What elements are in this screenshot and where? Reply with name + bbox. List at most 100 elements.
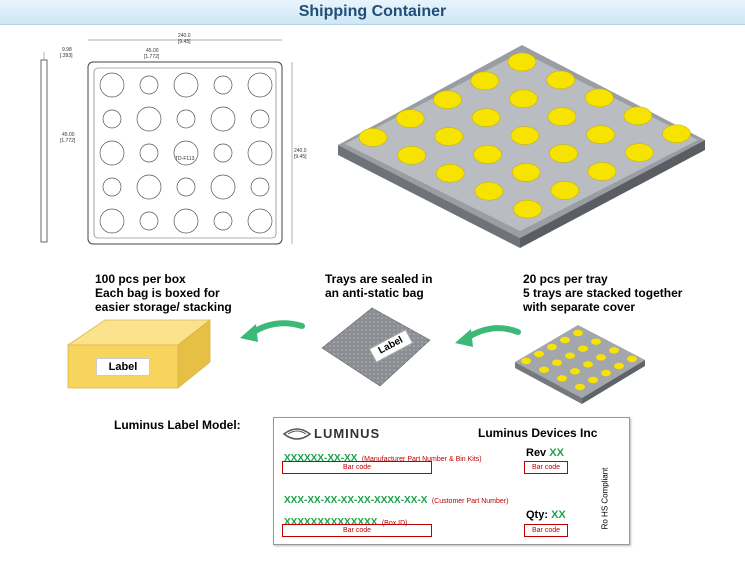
led-chip	[433, 90, 462, 110]
tray-pocket	[173, 140, 199, 166]
rohs-mark: Ro HS Compliant	[600, 467, 610, 530]
bag-label: Label	[368, 329, 414, 363]
qty-value: XX	[551, 509, 566, 521]
tray-pocket	[139, 75, 159, 95]
led-chip	[434, 127, 464, 146]
dim-left-in: [1.772]	[60, 138, 76, 144]
tray-pocket	[247, 208, 273, 234]
label-model-title: Luminus Label Model:	[114, 418, 241, 432]
led-chip	[470, 71, 500, 91]
dim-width: 240.0	[178, 33, 191, 39]
dim-width-in: [9.45]	[178, 39, 191, 45]
luminus-logo: LUMINUS	[282, 426, 380, 441]
bag-caption: Trays are sealed in an anti-static bag	[325, 272, 433, 300]
tray-pocket	[210, 174, 236, 200]
dim-thickness: 9.98	[62, 47, 72, 53]
tray-pocket	[102, 177, 122, 197]
tray-pocket	[99, 208, 125, 234]
tray-pocket	[173, 208, 199, 234]
led-chip	[511, 163, 541, 182]
led-chip	[397, 146, 426, 165]
led-chip	[507, 52, 537, 72]
led-chip	[509, 89, 538, 109]
led-chip	[624, 143, 654, 162]
luminus-logo-icon	[282, 427, 312, 440]
led-chip-small	[547, 343, 557, 351]
led-chip	[395, 109, 425, 128]
led-chip-small	[627, 355, 637, 363]
dim-left: 45.00	[62, 132, 75, 138]
led-chip	[473, 145, 502, 164]
led-chip-small	[552, 359, 562, 366]
dim-height-in: [9.45]	[294, 154, 307, 160]
dim-height: 240.0	[294, 148, 307, 154]
tray-pocket	[139, 143, 159, 163]
tray-pocket	[99, 140, 125, 166]
box-id-barcode: Bar code	[282, 524, 432, 537]
tray-id: TD-F113	[175, 156, 195, 162]
part-barcode: Bar code	[282, 461, 432, 474]
led-chip	[471, 108, 501, 127]
dim-thickness-in: [.393]	[60, 53, 73, 59]
led-chip-small	[575, 383, 585, 391]
led-chip-small	[591, 338, 601, 345]
led-chip	[435, 164, 465, 183]
dim-pitch-in: [1.772]	[144, 54, 160, 60]
customer-code: XXX-XX-XX-XX-XX-XXXX-XX-X	[284, 495, 428, 506]
customer-desc: (Customer Part Number)	[431, 498, 509, 505]
tray-pocket	[136, 174, 162, 200]
led-chip-small	[557, 375, 567, 382]
tray-pocket	[247, 140, 273, 166]
led-chip	[546, 70, 575, 90]
part-code: XXXXXX-XX-XX	[284, 453, 358, 464]
led-chip	[513, 199, 542, 219]
led-chip	[358, 128, 388, 147]
tray-caption: 20 pcs per tray 5 trays are stacked toge…	[523, 272, 683, 314]
tray-pocket	[136, 106, 162, 132]
led-chip	[662, 124, 691, 144]
dim-pitch: 45.00	[146, 48, 159, 54]
tray-pocket	[139, 211, 159, 231]
tray-pocket	[250, 109, 270, 129]
box-label: Label	[96, 358, 150, 376]
led-chip-small	[601, 369, 611, 377]
led-chip-small	[534, 350, 544, 358]
tray-pocket	[250, 177, 270, 197]
led-chip-small	[539, 366, 549, 373]
part-desc: (Manufacturer Part Number & Bin Kits)	[361, 456, 482, 463]
tray-pocket	[176, 177, 196, 197]
led-chip	[584, 88, 614, 108]
rev-value: XX	[549, 447, 564, 459]
label-card: LUMINUS Luminus Devices Inc XXXXXX-XX-XX…	[273, 417, 630, 545]
led-chip-small	[614, 362, 624, 370]
tray-pocket	[173, 72, 199, 98]
led-chip	[623, 106, 653, 126]
box-id-desc: (Box ID)	[381, 520, 408, 527]
led-chip-small	[565, 352, 575, 359]
tray-pocket	[213, 211, 233, 231]
led-chip	[549, 144, 578, 163]
title-bar: Shipping Container	[0, 0, 745, 25]
led-chip-small	[521, 357, 531, 365]
tray-pocket	[213, 143, 233, 163]
led-chip-small	[588, 376, 598, 384]
led-chip	[474, 181, 504, 201]
led-chip	[510, 126, 540, 145]
led-chip-small	[609, 347, 619, 354]
box-id-code: XXXXXXXXXXXXXX	[284, 517, 378, 528]
led-chip-small	[570, 368, 580, 375]
led-chip-small	[583, 361, 593, 368]
company-name: Luminus Devices Inc	[478, 426, 598, 440]
rev-label: Rev	[526, 447, 547, 459]
led-chip	[587, 162, 617, 181]
page-title: Shipping Container	[298, 3, 447, 20]
led-chip-small	[596, 354, 606, 361]
tray-pocket	[210, 106, 236, 132]
qty-barcode: Bar code	[524, 524, 568, 537]
box-caption: 100 pcs per box Each bag is boxed for ea…	[95, 272, 232, 314]
rev-barcode: Bar code	[524, 461, 568, 474]
led-chip	[550, 181, 580, 200]
led-chip-small	[573, 329, 583, 337]
led-chip	[547, 107, 577, 127]
tray-pocket	[99, 72, 125, 98]
